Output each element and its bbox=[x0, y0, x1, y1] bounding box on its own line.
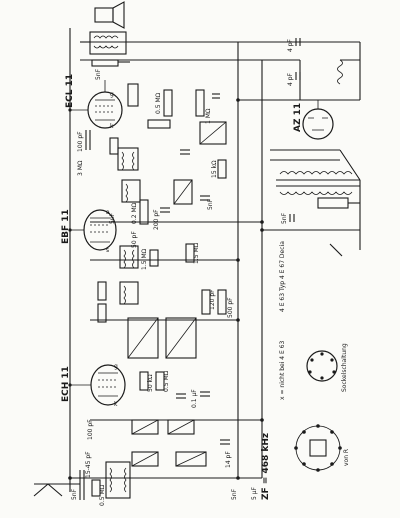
rf-components bbox=[97, 281, 230, 467]
res-3m-value: 3 MΩ bbox=[77, 160, 84, 176]
tube-ech11-label: ECH 11 bbox=[61, 366, 71, 402]
tube-ecl11 bbox=[68, 80, 123, 129]
cap-ant-value: 5nF bbox=[71, 488, 78, 500]
cap-psu-c-value: 5nF bbox=[281, 212, 288, 224]
res-ant-value: 0.5 MΩ bbox=[99, 484, 106, 506]
cap-100pf-value: 100 pF bbox=[77, 131, 84, 152]
cap-psu-a-value: 4 pF bbox=[287, 38, 294, 52]
if-frequency-label: ZF = 468 kHz bbox=[261, 433, 271, 500]
tube-ech11 bbox=[68, 364, 126, 406]
res-1m5-value: 1.5 MΩ bbox=[193, 242, 200, 264]
cap-psu-b-value: 4 pF bbox=[287, 72, 294, 86]
res-50k-value: 50 kΩ bbox=[147, 374, 154, 392]
cap-5nf-b-value: 5nF bbox=[109, 212, 116, 224]
tube-az11 bbox=[302, 100, 334, 140]
cap-14pf-value: 14 pF bbox=[225, 451, 232, 468]
pin-k-ecl: k bbox=[110, 123, 114, 130]
socket-caption-2: von R bbox=[343, 449, 350, 466]
model-note: 4 E 63 Typ 4 E 67 Decia bbox=[279, 241, 286, 312]
pin-g-ech: g bbox=[114, 363, 118, 370]
socket-caption: Sockelschaltung bbox=[341, 343, 348, 392]
psu-filter bbox=[270, 38, 361, 222]
tube-ebf11 bbox=[68, 209, 117, 251]
if-components bbox=[117, 147, 210, 305]
pin-s-ebf: s bbox=[106, 247, 109, 254]
power-transformer bbox=[276, 171, 361, 257]
cap-5uf-value: 5 µF bbox=[251, 486, 258, 500]
cap-50pf-value: 50 pF bbox=[131, 231, 138, 248]
pin-a-ebf: a bbox=[106, 209, 110, 216]
cap-100pf-low-value: 100 pF bbox=[87, 419, 94, 440]
cap-5nf-e-value: 5nF bbox=[231, 488, 238, 500]
junction-dots bbox=[68, 98, 264, 480]
cap-200pf-value: 200 pF bbox=[153, 209, 160, 230]
res-05m-low-value: 0.5 MΩ bbox=[163, 370, 170, 392]
cap-01uf-value: 0.1 µF bbox=[191, 389, 198, 408]
cap-120pf-value: 120 pF bbox=[209, 289, 216, 310]
tube-socket-diagram bbox=[306, 350, 338, 382]
pin-g-ecl: g bbox=[110, 91, 114, 98]
tube-ecl11-label: ECL 11 bbox=[65, 74, 75, 108]
cap-15-45pf-value: 15-45 pF bbox=[85, 451, 92, 478]
res-15k-value: 15 kΩ bbox=[211, 160, 218, 178]
res-1m-value: 1 MΩ bbox=[205, 108, 212, 124]
cap-5nf-c-value: 5nF bbox=[207, 198, 214, 210]
footnote: x = nicht bei 4 E 63 bbox=[279, 340, 286, 400]
audio-components bbox=[85, 83, 227, 179]
loudspeaker bbox=[80, 1, 150, 67]
tube-az11-label: AZ 11 bbox=[293, 103, 303, 132]
waveband-switch bbox=[294, 424, 342, 472]
tube-ebf11-label: EBF 11 bbox=[61, 209, 71, 244]
cap-5nf-top-value: 5nF bbox=[95, 68, 102, 80]
res-02m-value: 0.2 MΩ bbox=[131, 202, 138, 224]
cap-500pf-value: 500 pF bbox=[227, 297, 234, 318]
res-15m-value: 1.5 MΩ bbox=[141, 248, 148, 270]
pin-k-ech: k bbox=[114, 401, 118, 408]
res-05m-top-value: 0.5 MΩ bbox=[155, 92, 162, 114]
antenna-input bbox=[33, 461, 131, 500]
